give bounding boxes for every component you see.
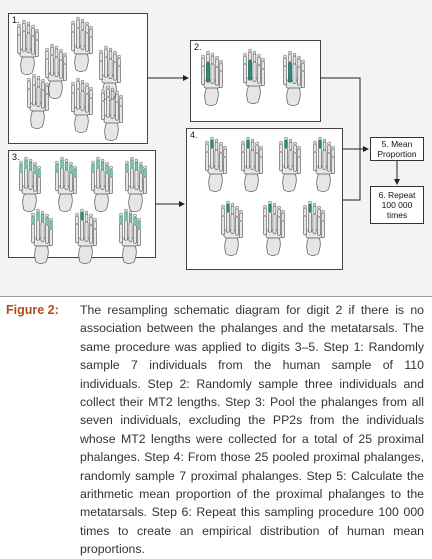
- foot-skeleton-icon: [279, 136, 301, 192]
- arrow-2-to-5: [321, 77, 361, 149]
- foot-skeleton-icon: [31, 208, 53, 264]
- foot-skeleton-icon: [17, 19, 39, 75]
- panel-4-label: 4.: [190, 130, 198, 140]
- panel-step-3: 3.: [8, 150, 156, 264]
- caption-text: The resampling schematic diagram for dig…: [80, 303, 424, 557]
- panel-4-feet: [187, 129, 342, 269]
- caption-divider: [0, 296, 432, 297]
- foot-skeleton-icon: [119, 208, 141, 264]
- step-6-box: 6. Repeat 100 000 times: [370, 186, 424, 224]
- foot-skeleton-icon: [313, 136, 335, 192]
- panel-step-2: 2.: [190, 40, 321, 122]
- panel-2-label: 2.: [194, 42, 202, 52]
- foot-skeleton-icon: [205, 136, 227, 192]
- foot-skeleton-icon: [283, 50, 305, 106]
- caption-label: Figure 2:: [6, 303, 59, 317]
- arrow-4-to-5: [343, 149, 361, 201]
- foot-skeleton-icon: [263, 200, 285, 256]
- foot-skeleton-icon: [71, 77, 93, 133]
- panel-1-label: 1.: [12, 15, 20, 25]
- foot-skeleton-icon: [125, 156, 147, 212]
- foot-skeleton-icon: [71, 16, 93, 72]
- foot-skeleton-icon: [221, 200, 243, 256]
- foot-skeleton-icon: [75, 208, 97, 264]
- panel-3-label: 3.: [12, 152, 20, 162]
- schematic-figure: 1. 2. 3. 4. 5. Mean Proportion 6. Repeat…: [0, 0, 432, 296]
- foot-skeleton-icon: [201, 50, 223, 106]
- foot-skeleton-icon: [91, 156, 113, 212]
- step-5-box: 5. Mean Proportion: [370, 137, 424, 161]
- foot-skeleton-icon: [27, 73, 49, 129]
- panel-2-feet: [191, 41, 320, 121]
- panel-step-1: 1.: [8, 13, 148, 144]
- foot-skeleton-icon: [241, 136, 263, 192]
- panel-step-4: 4.: [186, 128, 343, 270]
- panel-1-feet: [9, 14, 147, 143]
- flow-arrows: [148, 75, 400, 207]
- foot-skeleton-icon: [303, 200, 325, 256]
- foot-skeleton-icon: [243, 48, 265, 104]
- panel-3-feet: [9, 151, 155, 264]
- foot-skeleton-icon: [45, 43, 67, 99]
- foot-skeleton-icon: [55, 156, 77, 212]
- foot-skeleton-icon: [101, 85, 123, 141]
- foot-skeleton-icon: [19, 156, 41, 212]
